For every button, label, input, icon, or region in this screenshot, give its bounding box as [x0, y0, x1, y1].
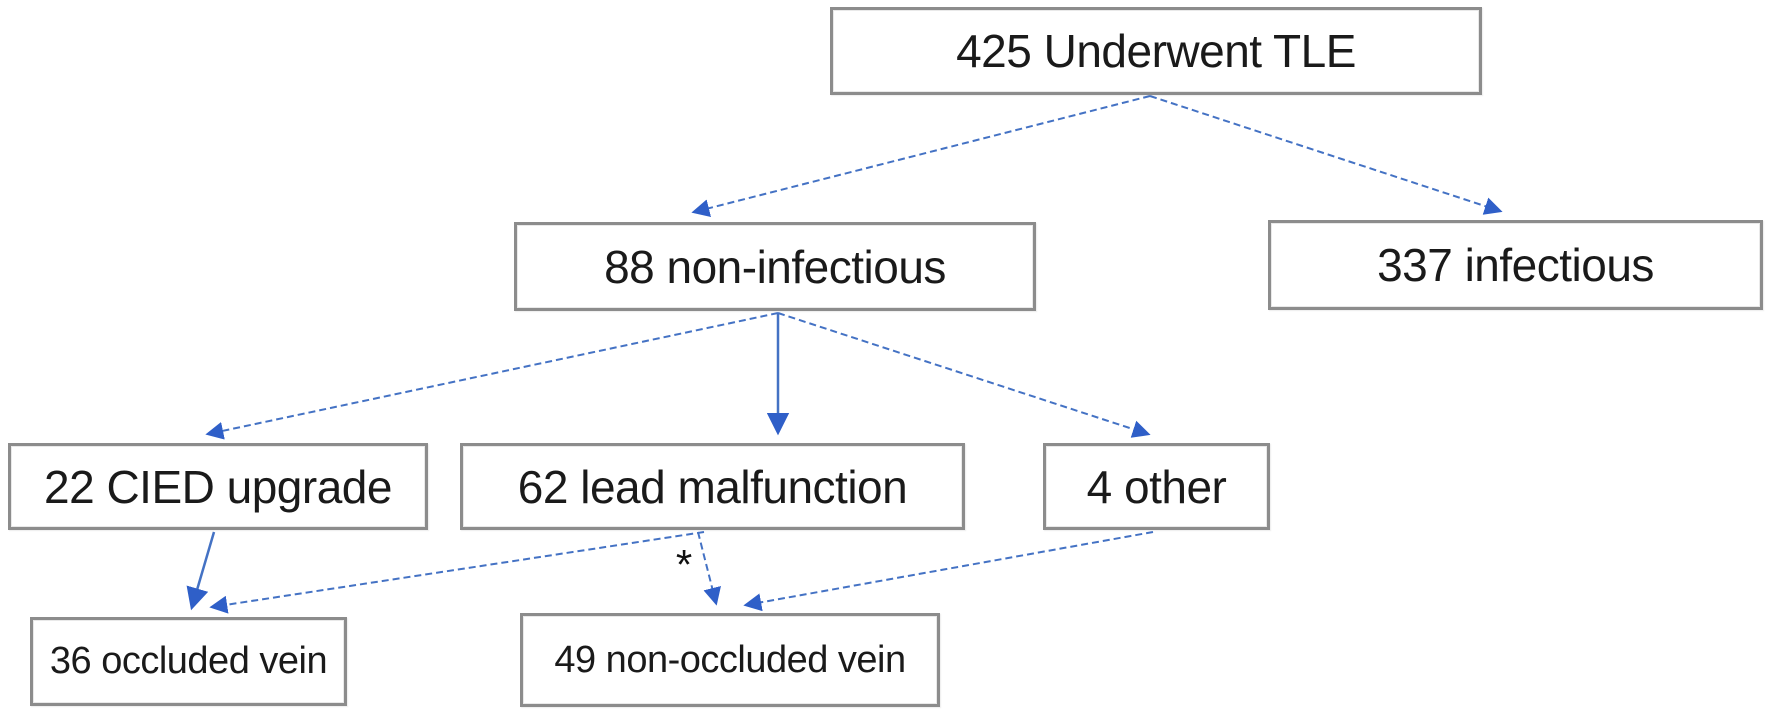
edge-underwent-to-infectious-arrow	[1149, 95, 1503, 215]
node-lead-malfunction: 62 lead malfunction	[460, 443, 965, 530]
node-underwent-tle-label: 425 Underwent TLE	[956, 25, 1356, 77]
edge-noninfectious-to-cied-arrow	[205, 312, 779, 440]
edge-other-to-nonoccluded-arrow	[743, 531, 1154, 612]
node-other-label: 4 other	[1086, 460, 1227, 513]
node-infectious: 337 infectious	[1268, 220, 1763, 310]
asterisk-annotation: *	[675, 541, 693, 588]
node-other: 4 other	[1043, 443, 1270, 530]
node-occluded-vein: 36 occluded vein	[30, 617, 347, 706]
node-non-infectious: 88 non-infectious	[514, 222, 1036, 311]
node-cied-upgrade: 22 CIED upgrade	[8, 443, 428, 530]
node-non-infectious-label: 88 non-infectious	[604, 240, 946, 293]
node-cied-upgrade-label: 22 CIED upgrade	[44, 460, 392, 513]
node-infectious-label: 337 infectious	[1377, 239, 1654, 291]
node-non-occluded-vein-label: 49 non-occluded vein	[554, 638, 906, 681]
edge-cied-to-occluded-arrow	[186, 531, 216, 611]
node-lead-malfunction-label: 62 lead malfunction	[517, 460, 908, 513]
edge-underwent-to-noninfectious-arrow	[691, 95, 1151, 217]
edge-leadmalfunction-to-nonoccluded-arrow	[697, 531, 721, 606]
edge-leadmalfunction-to-occluded-arrow	[209, 531, 705, 614]
node-underwent-tle: 425 Underwent TLE	[830, 7, 1482, 95]
node-non-occluded-vein: 49 non-occluded vein	[520, 613, 940, 707]
node-occluded-vein-label: 36 occluded vein	[49, 640, 328, 682]
edge-noninfectious-to-other-arrow	[777, 312, 1151, 438]
